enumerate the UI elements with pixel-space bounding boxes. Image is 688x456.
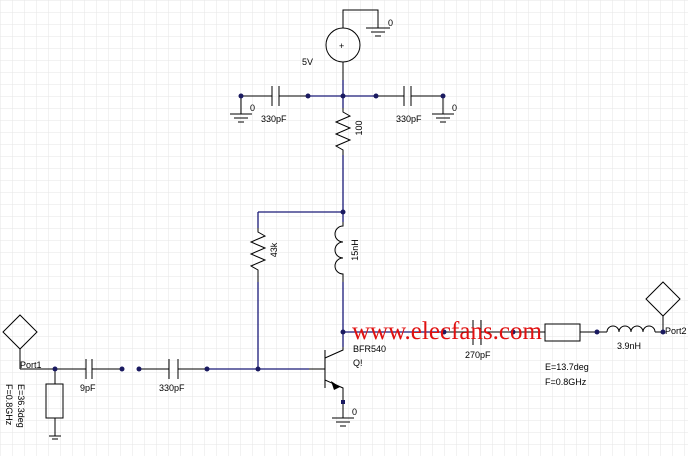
- tline-e-label: E=13.7deg: [545, 362, 589, 372]
- ground-label: 0: [388, 18, 393, 28]
- inductor-label: 3.9nH: [617, 341, 641, 351]
- tline-f-label: F=0.8GHz: [545, 377, 587, 387]
- transistor-ref: Q!: [353, 358, 363, 368]
- decoupling-capacitors[interactable]: [271, 86, 412, 106]
- port2-label: Port2: [665, 326, 687, 336]
- cap-label: 330pF: [261, 114, 287, 124]
- inductor-label: 15nH: [350, 239, 360, 261]
- cap-label: 330pF: [396, 114, 422, 124]
- input-tline-stub[interactable]: [45, 383, 64, 419]
- output-tline[interactable]: [544, 323, 581, 342]
- port1[interactable]: [2, 314, 38, 369]
- port1-label: Port1: [20, 360, 42, 370]
- cap-label: 270pF: [465, 350, 491, 360]
- tline-f-label: F=0.8GHz: [4, 384, 14, 426]
- cap-label: 9pF: [80, 383, 96, 393]
- supply-voltage-label: 5V: [302, 57, 313, 67]
- junction-dots: [52, 93, 666, 372]
- collector-inductor[interactable]: [334, 222, 344, 282]
- coupling-cap-270pf[interactable]: [472, 320, 482, 345]
- ground-symbol: [366, 27, 390, 37]
- series-cap-330pf[interactable]: [168, 359, 179, 379]
- ground-symbol: [332, 404, 354, 427]
- resistor-label: 100: [354, 120, 364, 135]
- shunt-leads: [49, 369, 61, 440]
- cap-label: 330pF: [159, 383, 185, 393]
- bias-resistor[interactable]: [249, 228, 267, 282]
- ground-symbol: [230, 96, 252, 123]
- ground-label: 0: [452, 103, 457, 113]
- dc-voltage-source[interactable]: +: [325, 9, 379, 80]
- transistor-part: BFR540: [353, 344, 386, 354]
- collector-resistor[interactable]: [334, 108, 352, 155]
- ground-symbol: [432, 96, 454, 123]
- ground-label: 0: [250, 103, 255, 113]
- bjt-transistor[interactable]: [309, 347, 344, 402]
- ground-label: 0: [352, 407, 357, 417]
- port2[interactable]: [645, 281, 681, 332]
- output-inductor[interactable]: [606, 325, 656, 333]
- watermark: www.elecfans.com: [352, 318, 543, 345]
- plus-icon: +: [339, 41, 344, 51]
- tline-e-label: E=36.3deg: [16, 384, 26, 428]
- resistor-label: 43k: [269, 242, 279, 257]
- series-cap-9pf[interactable]: [85, 359, 93, 379]
